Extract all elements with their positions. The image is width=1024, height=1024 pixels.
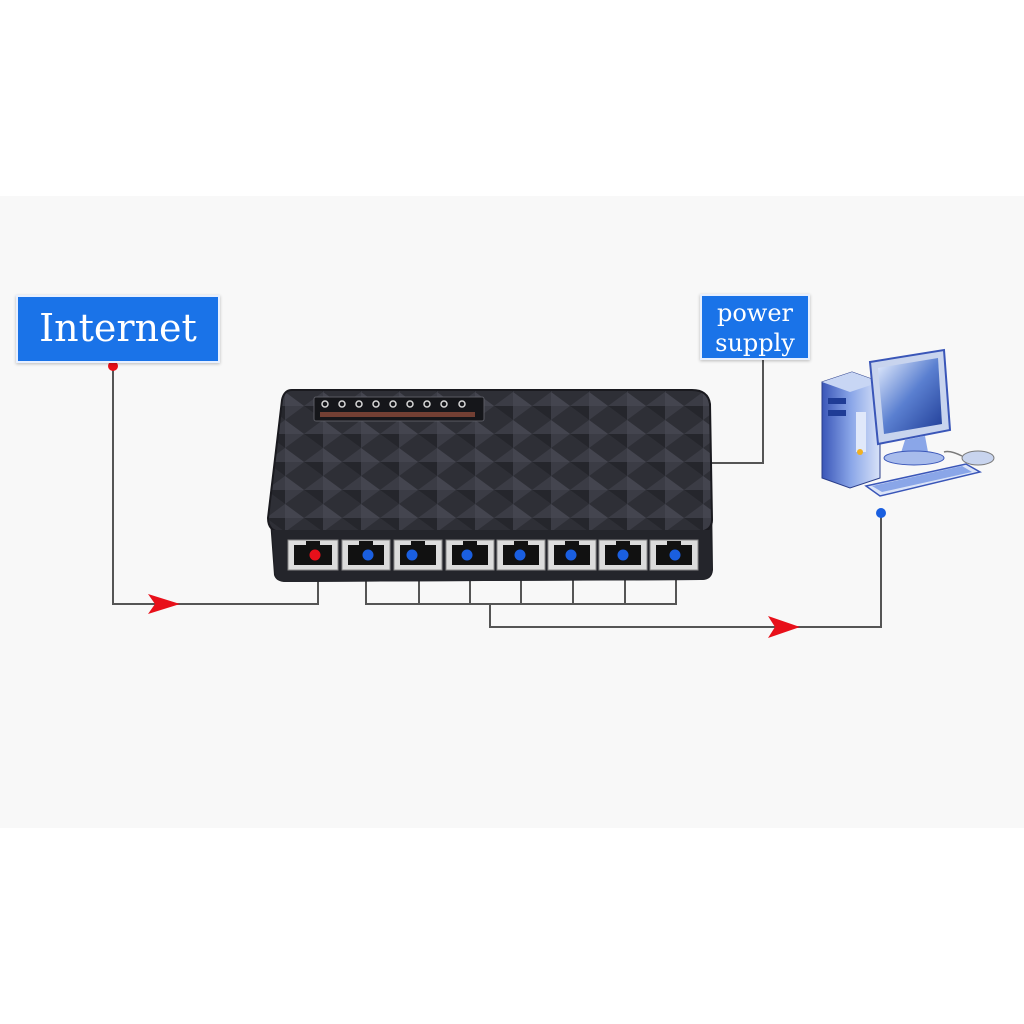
network-switch-icon [268,390,713,582]
internet-label: Internet [16,295,220,363]
ethernet-port-uplink [288,540,338,570]
ethernet-port [446,540,494,570]
power-label-line1: power [702,298,808,328]
computer-endpoint-dot [876,508,886,518]
ethernet-port [650,540,698,570]
power-label-line2: supply [702,328,808,358]
power-wire [710,360,763,463]
ethernet-port [394,540,442,570]
power-supply-label: power supply [700,294,810,360]
ethernet-port [599,540,647,570]
led-panel [314,397,484,421]
ethernet-port [548,540,596,570]
ethernet-port [342,540,390,570]
internet-label-text: Internet [39,306,197,350]
ethernet-ports [288,540,698,570]
desktop-computer-icon [822,350,994,496]
ethernet-port [497,540,545,570]
